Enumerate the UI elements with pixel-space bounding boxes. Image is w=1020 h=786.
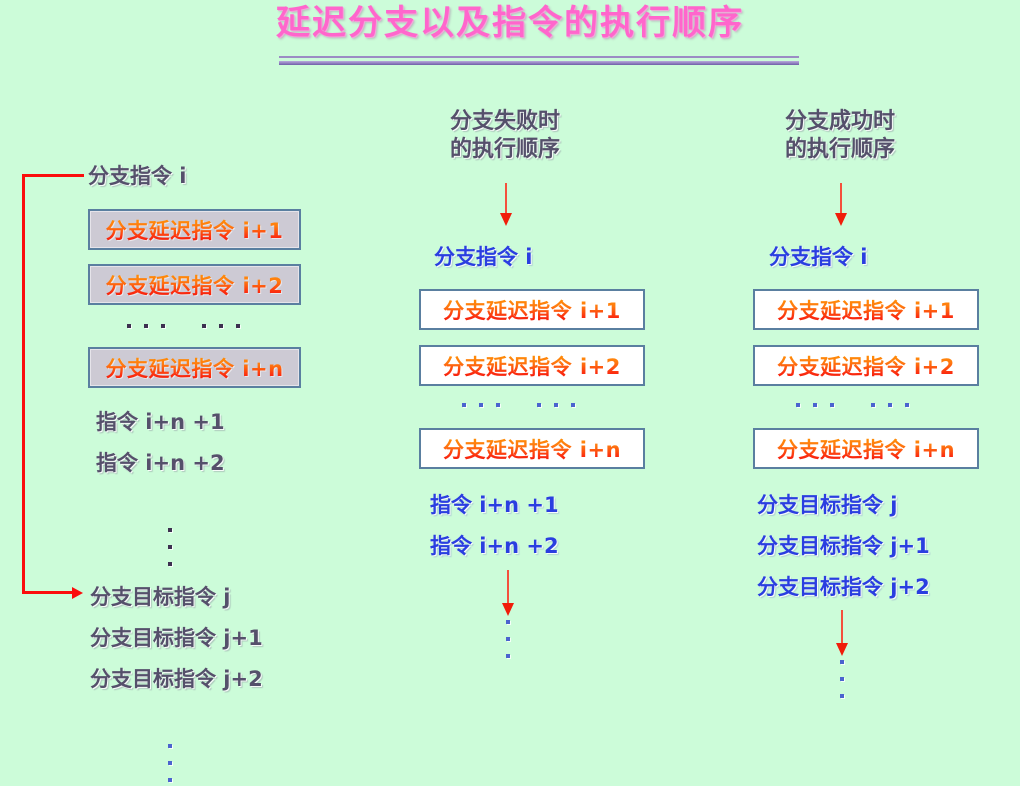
middle-flow-arrow-icon-bottom (501, 570, 515, 618)
branch-line-bottom-segment (22, 591, 78, 594)
branch-line-arrowhead-icon (72, 587, 83, 599)
middle-delay-slot-label-n: 分支延迟指令 i+n (443, 434, 621, 464)
left-delay-slot-box-n: 分支延迟指令 i+n (88, 347, 301, 388)
middle-vertical-dots (506, 620, 510, 658)
left-branch-instruction: 分支指令 i (88, 164, 187, 188)
right-column-header: 分支成功时 的执行顺序 (740, 108, 940, 164)
left-target-instruction-1: 分支目标指令 j (90, 585, 231, 609)
middle-ellipsis-dots (462, 403, 575, 407)
middle-delay-slot-box-n: 分支延迟指令 i+n (419, 428, 645, 469)
left-delay-slot-box-2: 分支延迟指令 i+2 (88, 264, 301, 305)
right-delay-slot-label-2: 分支延迟指令 i+2 (777, 351, 955, 381)
left-delay-slot-box-1: 分支延迟指令 i+1 (88, 209, 301, 250)
title-rule-thick (279, 61, 799, 65)
right-vertical-dots (840, 660, 844, 698)
left-following-instruction-2: 指令 i+n +2 (96, 451, 225, 475)
title-rule-thin (279, 56, 799, 58)
right-delay-slot-box-1: 分支延迟指令 i+1 (753, 289, 979, 330)
middle-branch-instruction: 分支指令 i (434, 245, 533, 269)
right-header-line-2: 的执行顺序 (784, 137, 895, 162)
branch-line-vertical-segment (22, 174, 25, 594)
left-target-instruction-2: 分支目标指令 j+1 (90, 626, 263, 650)
middle-header-line-1: 分支失败时 (449, 109, 560, 134)
branch-line-top-segment (22, 174, 84, 177)
right-ellipsis-dots (796, 403, 909, 407)
right-delay-slot-label-n: 分支延迟指令 i+n (777, 434, 955, 464)
left-following-instruction-1: 指令 i+n +1 (96, 410, 225, 434)
left-delay-slot-label-2: 分支延迟指令 i+2 (106, 270, 284, 300)
left-delay-slot-label-n: 分支延迟指令 i+n (105, 353, 283, 383)
left-delay-slot-label-1: 分支延迟指令 i+1 (106, 215, 284, 245)
middle-following-instruction-1: 指令 i+n +1 (430, 493, 559, 517)
middle-delay-slot-label-2: 分支延迟指令 i+2 (443, 351, 621, 381)
middle-delay-slot-label-1: 分支延迟指令 i+1 (443, 295, 621, 325)
left-vertical-dots-upper (168, 528, 172, 566)
right-delay-slot-label-1: 分支延迟指令 i+1 (777, 295, 955, 325)
right-flow-arrow-icon-top (834, 183, 848, 227)
page-title-text: 延迟分支以及指令的执行顺序 (276, 3, 744, 43)
right-delay-slot-box-n: 分支延迟指令 i+n (753, 428, 979, 469)
left-target-instruction-3: 分支目标指令 j+2 (90, 667, 263, 691)
middle-header-line-2: 的执行顺序 (449, 137, 560, 162)
middle-following-instruction-2: 指令 i+n +2 (430, 534, 559, 558)
left-ellipsis-dots (127, 324, 240, 328)
left-vertical-dots-lower (168, 744, 172, 782)
right-flow-arrow-icon-bottom (835, 610, 849, 658)
middle-column-header: 分支失败时 的执行顺序 (405, 108, 605, 164)
right-target-instruction-2: 分支目标指令 j+1 (757, 534, 930, 558)
middle-delay-slot-box-1: 分支延迟指令 i+1 (419, 289, 645, 330)
middle-delay-slot-box-2: 分支延迟指令 i+2 (419, 345, 645, 386)
right-target-instruction-3: 分支目标指令 j+2 (757, 575, 930, 599)
title-underline (279, 56, 799, 65)
right-delay-slot-box-2: 分支延迟指令 i+2 (753, 345, 979, 386)
right-target-instruction-1: 分支目标指令 j (757, 493, 898, 517)
page-title: 延迟分支以及指令的执行顺序 (0, 2, 1020, 45)
right-branch-instruction: 分支指令 i (769, 245, 868, 269)
middle-flow-arrow-icon-top (499, 183, 513, 227)
right-header-line-1: 分支成功时 (784, 109, 895, 134)
